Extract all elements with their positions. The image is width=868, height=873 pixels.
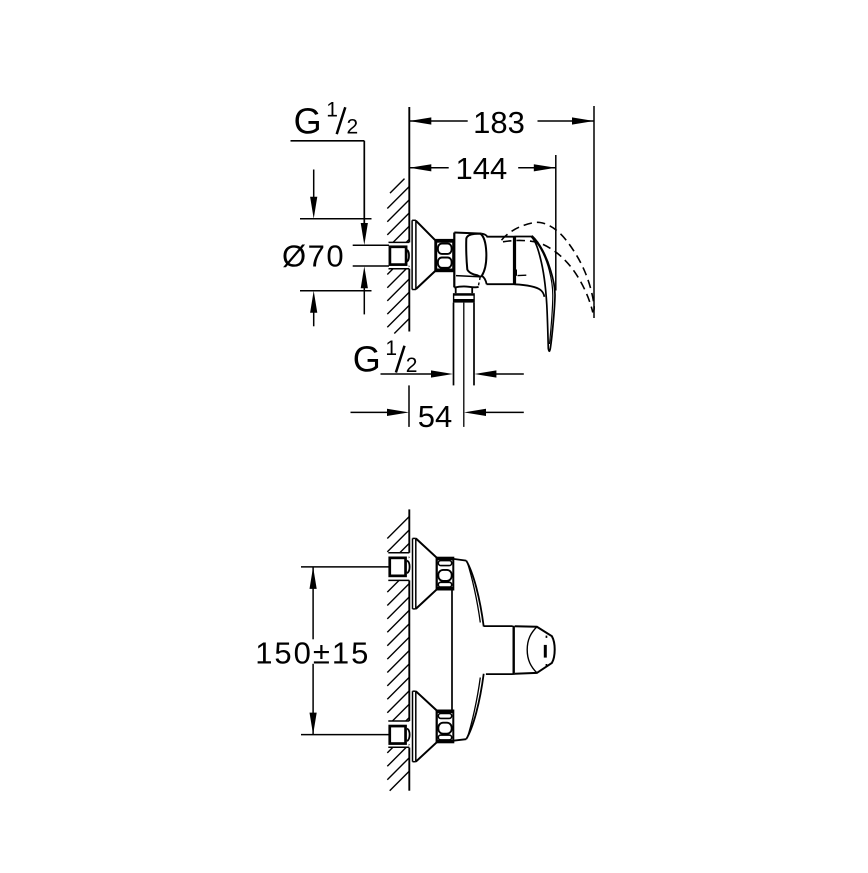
svg-text:150±15: 150±15	[255, 635, 370, 670]
svg-text:1: 1	[385, 337, 397, 360]
svg-text:2: 2	[347, 116, 359, 139]
svg-text:2: 2	[406, 354, 418, 377]
svg-text:183: 183	[473, 105, 525, 140]
svg-text:144: 144	[456, 151, 508, 186]
svg-text:G: G	[353, 339, 381, 380]
svg-text:1: 1	[326, 99, 338, 122]
svg-text:Ø70: Ø70	[282, 239, 345, 274]
svg-text:54: 54	[418, 399, 452, 434]
svg-text:G: G	[294, 100, 322, 141]
